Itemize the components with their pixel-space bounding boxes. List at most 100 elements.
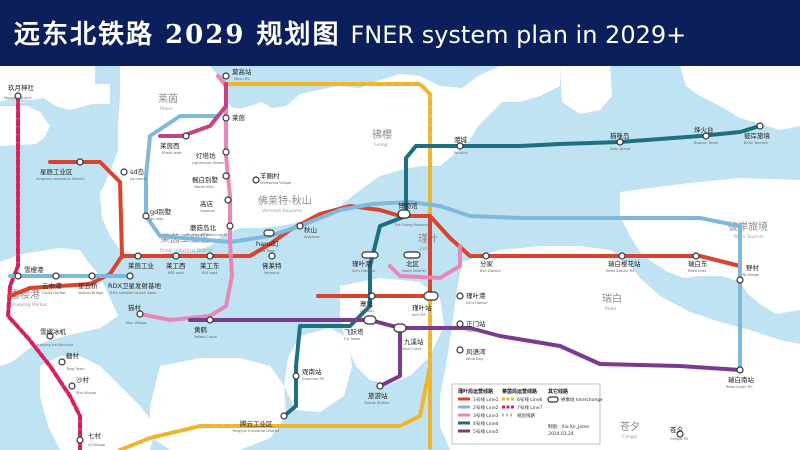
station-dot-sdao[interactable] bbox=[120, 168, 128, 176]
station-dot-cuncun[interactable] bbox=[252, 176, 260, 184]
station-dot-ximu[interactable] bbox=[222, 172, 230, 180]
station-label: 糖村 bbox=[66, 351, 80, 360]
station-dot-museum[interactable] bbox=[397, 209, 411, 219]
line-7[interactable] bbox=[6, 94, 82, 450]
station-label-en: Jinfu RS bbox=[411, 313, 427, 317]
station-label-en: gd villa bbox=[150, 217, 163, 221]
station-dot-qi[interactable] bbox=[76, 436, 84, 444]
station-dot-sha[interactable] bbox=[68, 382, 76, 390]
station-label-en: Fly Tower bbox=[344, 337, 361, 341]
station-label-en: Tengyun Industrial District bbox=[231, 429, 280, 433]
legend-label-line7: 7号线 Line7 bbox=[517, 404, 543, 411]
title-english: FNER system plan in 2029+ bbox=[350, 21, 687, 49]
station-dot-harbour[interactable] bbox=[456, 292, 464, 300]
line-6-south[interactable] bbox=[118, 364, 432, 450]
station-dot-xueying[interactable] bbox=[14, 272, 22, 280]
station-dot-windbay[interactable] bbox=[456, 346, 464, 354]
station-dot-mooyuki[interactable] bbox=[14, 92, 22, 100]
station-label-en: Sha Village bbox=[76, 391, 97, 395]
station-dot-cloud[interactable] bbox=[52, 272, 60, 280]
station-dot-jinfu-harbour[interactable] bbox=[361, 251, 379, 259]
station-dot-tengyun[interactable] bbox=[280, 412, 288, 420]
station-dot-ninecreek[interactable] bbox=[393, 323, 407, 333]
station-label: 黄鹤 bbox=[194, 325, 208, 334]
line-1-west[interactable] bbox=[8, 254, 124, 298]
station-dot-beacon[interactable] bbox=[702, 132, 710, 140]
line-3-north[interactable] bbox=[158, 82, 228, 138]
station-dot-cangxi[interactable] bbox=[676, 430, 684, 438]
station-label: 沙村 bbox=[76, 375, 90, 384]
station-dot-reba-east[interactable] bbox=[692, 252, 700, 260]
station-dot-north-district[interactable] bbox=[403, 251, 421, 259]
station-label: 七村 bbox=[88, 431, 102, 440]
station-dot-gaodian[interactable] bbox=[224, 196, 232, 204]
station-dot-nebula[interactable] bbox=[88, 272, 96, 280]
station-label-en: Reba East bbox=[688, 269, 707, 273]
station-dot-maingate[interactable] bbox=[456, 320, 464, 328]
station-dot-rid-east[interactable] bbox=[206, 252, 214, 260]
transit-map[interactable]: 莱茵 Rhein 莱茵工业区 Rhein Industrial District… bbox=[0, 66, 800, 450]
station-dot-kitty[interactable] bbox=[616, 138, 624, 146]
line-1[interactable] bbox=[48, 160, 742, 282]
station-label: 寨坛 bbox=[360, 299, 374, 308]
station-dot-yellowcrane[interactable] bbox=[206, 316, 214, 324]
line-5[interactable] bbox=[188, 318, 742, 372]
station-dot-guannan[interactable] bbox=[292, 372, 300, 380]
station-dot-tourist[interactable] bbox=[376, 382, 384, 390]
station-label-en: Mooyuki Shrine bbox=[4, 96, 32, 100]
line-3-south[interactable] bbox=[388, 244, 462, 280]
station-dot-zhaitan[interactable] bbox=[368, 292, 376, 300]
station-dot-yecun[interactable] bbox=[736, 276, 744, 284]
line-4[interactable] bbox=[414, 124, 762, 148]
station-label-en: Bi'an Tourism bbox=[744, 141, 768, 145]
station-dot-rid-main[interactable] bbox=[134, 252, 142, 260]
station-dot-moyu[interactable] bbox=[222, 72, 230, 80]
station-label-en: Qi Village bbox=[88, 443, 106, 447]
station-dot-mushroom[interactable] bbox=[226, 222, 234, 230]
line-1-south[interactable] bbox=[316, 214, 432, 298]
station-dot-laiyin[interactable] bbox=[222, 114, 230, 122]
station-label: 蘑菇岛北 bbox=[190, 223, 217, 232]
map-canvas[interactable]: 莱茵 Rhein 莱茵工业区 Rhein Industrial District… bbox=[0, 66, 800, 450]
station-label: 莱茵工业 bbox=[128, 261, 155, 270]
area-label-cangxi: 苍夕 bbox=[620, 420, 640, 433]
station-dot-jinfu-rs[interactable] bbox=[423, 291, 439, 301]
station-dot-xingchen[interactable] bbox=[76, 158, 84, 166]
station-label-en: Rhein west bbox=[162, 151, 182, 155]
station-dot-bell[interactable] bbox=[482, 252, 490, 260]
station-dot-gdbietu[interactable] bbox=[142, 212, 150, 220]
station-label: 正门站 bbox=[466, 319, 486, 328]
area-label-fuling: 彿櫻 bbox=[372, 128, 392, 141]
station-label: 九溪站 bbox=[404, 337, 424, 346]
station-dot-laiyinxi[interactable] bbox=[182, 132, 190, 140]
station-label: 楓白別墅 bbox=[192, 175, 219, 184]
station-label-en: RID east bbox=[202, 271, 218, 275]
station-dot-tang[interactable] bbox=[58, 358, 66, 366]
stations bbox=[14, 72, 764, 444]
station-label: 腾云工业区 bbox=[240, 419, 273, 428]
station-label-en: RDX satellite launch base bbox=[110, 291, 157, 295]
station-dot-icemachine[interactable] bbox=[46, 332, 54, 340]
station-label: 雪櫻冰机 bbox=[40, 327, 67, 336]
station-dot-dengta[interactable] bbox=[222, 148, 230, 156]
station-dot-reba-south[interactable] bbox=[736, 366, 744, 374]
station-dot-vermont[interactable] bbox=[268, 252, 276, 260]
legend-author: 制图：Xia Ke_Jame bbox=[548, 423, 589, 430]
station-dot-portcity[interactable] bbox=[456, 142, 464, 150]
station-dot-mao[interactable] bbox=[136, 310, 144, 318]
station-dot-bian[interactable] bbox=[756, 122, 764, 130]
station-label: 瑾叶站 bbox=[412, 303, 432, 312]
station-label: 莱工东 bbox=[200, 261, 220, 270]
station-dot-reba-sakura[interactable] bbox=[618, 252, 626, 260]
station-dot-rid-west[interactable] bbox=[172, 252, 180, 260]
area-label-vermont-en: Vermont-Akiyama bbox=[262, 208, 302, 214]
line-5-south[interactable] bbox=[378, 326, 402, 388]
station-label-en: Akiyama bbox=[304, 235, 320, 239]
station-dot-akiyama[interactable] bbox=[296, 222, 304, 230]
station-label: 瑞白南站 bbox=[728, 375, 755, 384]
station-dot-hana[interactable] bbox=[263, 229, 275, 237]
station-dot-flytower[interactable] bbox=[363, 315, 377, 325]
station-dot-rdx[interactable] bbox=[126, 272, 134, 280]
